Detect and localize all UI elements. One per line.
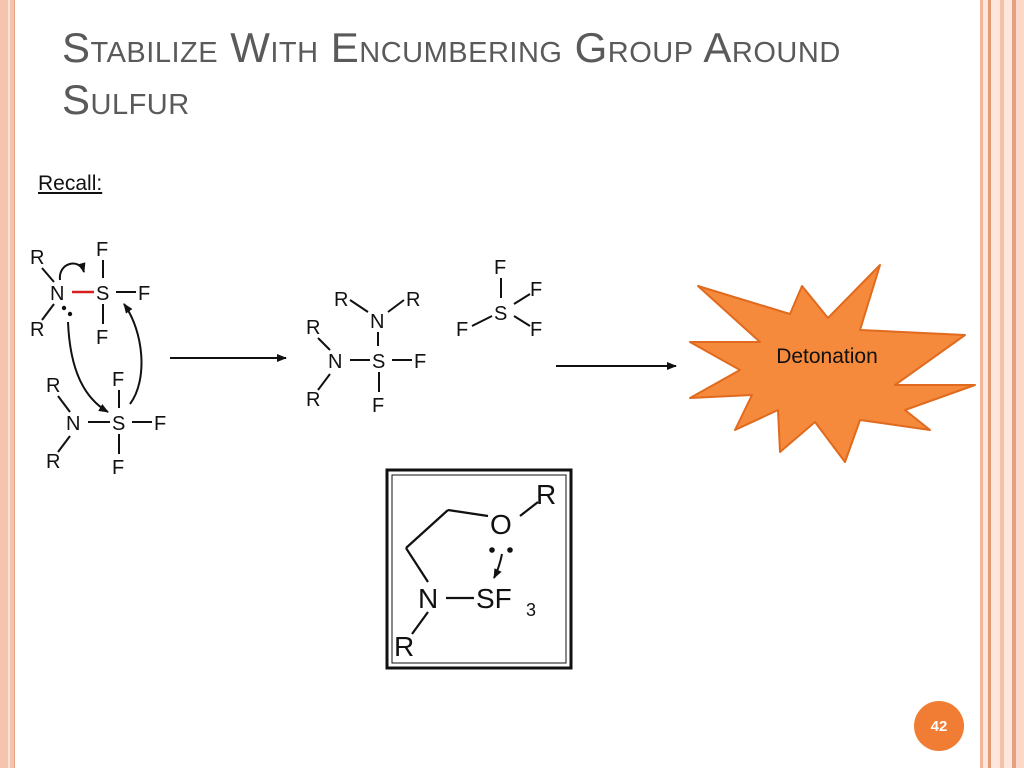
left-decorative-border (0, 0, 15, 768)
atom-n: N (66, 413, 80, 435)
atom-f: F (456, 319, 468, 341)
atom-r: R (306, 317, 320, 339)
atom-n: N (370, 311, 384, 333)
right-decorative-border (980, 0, 1024, 768)
slide-title: Stabilize With Encumbering Group Around … (62, 24, 841, 123)
atom-f: F (530, 279, 542, 301)
atom-r: R (334, 289, 348, 311)
atom-n: N (50, 283, 64, 305)
atom-n: N (328, 351, 342, 373)
product-bonds (317, 299, 412, 392)
atom-sf: SF (476, 583, 512, 614)
atom-r: R (406, 289, 420, 311)
curved-arrow-n-to-s (67, 321, 109, 413)
reactant-molecule-top: R R N S F F F (30, 239, 150, 349)
atom-r: R (536, 479, 556, 510)
atom-f: F (530, 319, 542, 341)
reactant-bottom-bonds (57, 390, 152, 454)
stabilized-structure-inner-border (391, 474, 567, 664)
stabilized-molecule-bonds (405, 501, 539, 635)
lone-pair-dot (489, 547, 495, 553)
stabilized-structure-box (385, 468, 573, 670)
atom-f: F (372, 395, 384, 417)
atom-r: R (30, 247, 44, 269)
atom-f: F (138, 283, 150, 305)
subscript-3: 3 (526, 600, 536, 620)
atom-s: S (96, 283, 109, 305)
reactant-top-bonds (41, 260, 136, 324)
atom-f: F (112, 369, 124, 391)
detonation-label: Detonation (776, 345, 878, 368)
atom-r: R (46, 451, 60, 473)
atom-f: F (96, 239, 108, 261)
detonation-starburst (689, 264, 976, 463)
sf4-bonds (471, 278, 531, 327)
atom-n: N (418, 583, 438, 614)
sf4-molecule: F S F F F (456, 257, 542, 341)
reactant-molecule-bottom: R R N S F F F (46, 369, 166, 479)
product-molecule: R R N R N R S F F (306, 289, 426, 417)
lone-pair-dot (507, 547, 513, 553)
lone-pair-dot (67, 311, 73, 317)
atom-o: O (490, 509, 512, 540)
atom-r: R (394, 631, 414, 662)
atom-r: R (30, 319, 44, 341)
atom-f: F (154, 413, 166, 435)
page-number-badge: 42 (914, 701, 964, 751)
atom-s: S (372, 351, 385, 373)
lone-pair-dot (61, 305, 67, 311)
curved-arrow-f-to-s (123, 303, 143, 405)
atom-s: S (112, 413, 125, 435)
atom-f: F (494, 257, 506, 279)
recall-label: Recall: (38, 172, 103, 195)
atom-r: R (46, 375, 60, 397)
curved-arrow (58, 262, 86, 281)
atom-f: F (96, 327, 108, 349)
donor-arrow (493, 553, 503, 579)
stabilized-molecule: O R N SF 3 R (394, 479, 556, 662)
atom-r: R (306, 389, 320, 411)
atom-f: F (112, 457, 124, 479)
atom-s: S (494, 303, 507, 325)
atom-f: F (414, 351, 426, 373)
